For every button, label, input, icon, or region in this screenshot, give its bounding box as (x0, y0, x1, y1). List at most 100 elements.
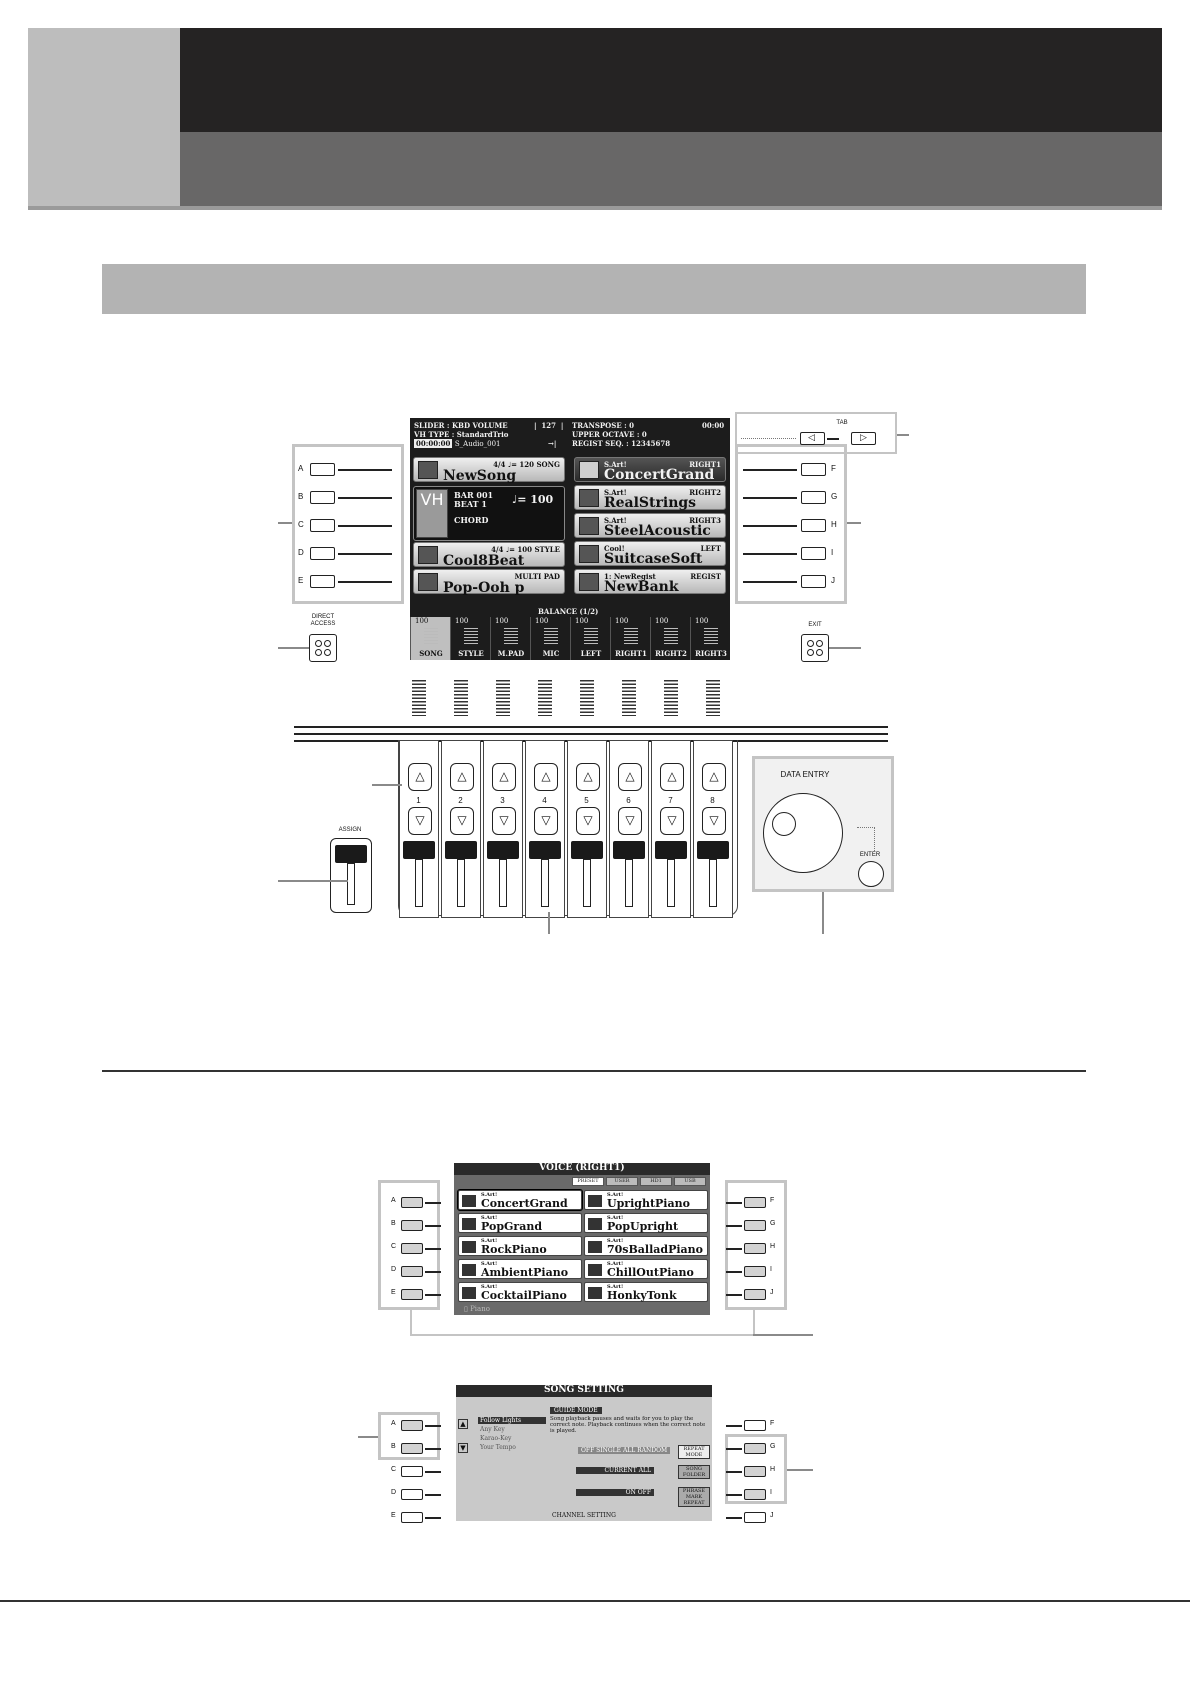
voice-card[interactable]: S.Art!ChillOutPiano (584, 1259, 708, 1279)
slider-knob[interactable] (571, 841, 603, 859)
slider-knob[interactable] (613, 841, 645, 859)
button-g[interactable] (801, 491, 826, 504)
voice-card[interactable]: S.Art!CocktailPiano (458, 1282, 582, 1302)
small-button-i[interactable] (744, 1489, 766, 1500)
button-a[interactable] (310, 463, 335, 476)
small-button-f[interactable] (744, 1197, 766, 1208)
data-entry-dial[interactable] (763, 793, 843, 873)
slider-knob[interactable] (697, 841, 729, 859)
assign-slider[interactable] (330, 838, 372, 913)
guide-mode-item[interactable]: Your Tempo (480, 1444, 516, 1451)
small-button-a[interactable] (401, 1420, 423, 1431)
phrase-mark-button[interactable]: PHRASE MARK REPEAT (678, 1487, 710, 1507)
small-button-j[interactable] (744, 1512, 766, 1523)
small-button-c[interactable] (401, 1243, 423, 1254)
tab-right-button[interactable]: ▷ (851, 432, 876, 445)
slider-knob[interactable] (445, 841, 477, 859)
song-folder-button[interactable]: SONG FOLDER (678, 1465, 710, 1479)
slider-up-button[interactable]: △ (408, 763, 432, 791)
voice-tab-user[interactable]: USER (606, 1177, 638, 1186)
guide-up-arrow-icon[interactable]: ▲ (458, 1419, 468, 1429)
slider-knob[interactable] (529, 841, 561, 859)
voice-card[interactable]: S.Art!UprightPiano (584, 1190, 708, 1210)
small-button-h[interactable] (744, 1466, 766, 1477)
small-button-h[interactable] (744, 1243, 766, 1254)
button-e[interactable] (310, 575, 335, 588)
slider-down-button[interactable]: ▽ (702, 807, 726, 835)
enter-button[interactable] (858, 861, 884, 887)
small-button-g[interactable] (744, 1220, 766, 1231)
guide-mode-item[interactable]: Karao-Key (480, 1435, 512, 1442)
small-button-e[interactable] (401, 1289, 423, 1300)
slider-up-button[interactable]: △ (492, 763, 516, 791)
voice-card[interactable]: S.Art!RockPiano (458, 1236, 582, 1256)
slider-knob[interactable] (487, 841, 519, 859)
repeat-mode-button[interactable]: REPEAT MODE (678, 1445, 710, 1459)
slider-up-button[interactable]: △ (618, 763, 642, 791)
slider-up-button[interactable]: △ (450, 763, 474, 791)
small-button-f[interactable] (744, 1420, 766, 1431)
button-c[interactable] (310, 519, 335, 532)
small-button-c[interactable] (401, 1466, 423, 1477)
slider-down-button[interactable]: ▽ (492, 807, 516, 835)
button-h[interactable] (801, 519, 826, 532)
voice-card[interactable]: S.Art!AmbientPiano (458, 1259, 582, 1279)
voice-card[interactable]: S.Art!HonkyTonk (584, 1282, 708, 1302)
slider-down-button[interactable]: ▽ (534, 807, 558, 835)
button-i[interactable] (801, 547, 826, 560)
small-button-g[interactable] (744, 1443, 766, 1454)
slider-up-button[interactable]: △ (576, 763, 600, 791)
voice-card[interactable]: S.Art!70sBalladPiano (584, 1236, 708, 1256)
small-button-j[interactable] (744, 1289, 766, 1300)
repeat-options[interactable]: OFF SINGLE ALL RANDOM (578, 1447, 671, 1454)
slider-down-button[interactable]: ▽ (576, 807, 600, 835)
voice-card[interactable]: S.Art!PopUpright (584, 1213, 708, 1233)
direct-access-button[interactable] (309, 634, 337, 662)
button-d[interactable] (310, 547, 335, 560)
slider-up-button[interactable]: △ (660, 763, 684, 791)
voice-tab-hd1[interactable]: HD1 (640, 1177, 672, 1186)
button-j[interactable] (801, 575, 826, 588)
slider-down-button[interactable]: ▽ (450, 807, 474, 835)
guide-mode-item[interactable]: Follow Lights (478, 1417, 546, 1424)
small-button-d[interactable] (401, 1489, 423, 1500)
tab-left-button[interactable]: ◁ (800, 432, 825, 445)
slider-down-button[interactable]: ▽ (408, 807, 432, 835)
voice-card[interactable]: S.Art!ConcertGrand (457, 1189, 583, 1211)
voice-tab-usb[interactable]: USB (674, 1177, 706, 1186)
small-button-i[interactable] (744, 1266, 766, 1277)
channel-setting-tab[interactable]: CHANNEL SETTING (552, 1512, 616, 1519)
button-f[interactable] (801, 463, 826, 476)
guide-down-arrow-icon[interactable]: ▼ (458, 1443, 468, 1453)
small-button-b[interactable] (401, 1220, 423, 1231)
small-button-a[interactable] (401, 1197, 423, 1208)
slider-down-button[interactable]: ▽ (660, 807, 684, 835)
assign-knob[interactable] (335, 845, 367, 863)
voice-tab-preset[interactable]: PRESET (572, 1177, 604, 1186)
guide-mode-item[interactable]: Any Key (480, 1426, 505, 1433)
small-button-e[interactable] (401, 1512, 423, 1523)
voice-card[interactable]: S.Art!PopGrand (458, 1213, 582, 1233)
exit-button[interactable] (801, 634, 829, 662)
slider-knob[interactable] (655, 841, 687, 859)
slider-up-button[interactable]: △ (702, 763, 726, 791)
slider-up-button[interactable]: △ (534, 763, 558, 791)
button-b[interactable] (310, 491, 335, 504)
slider-down-button[interactable]: ▽ (618, 807, 642, 835)
